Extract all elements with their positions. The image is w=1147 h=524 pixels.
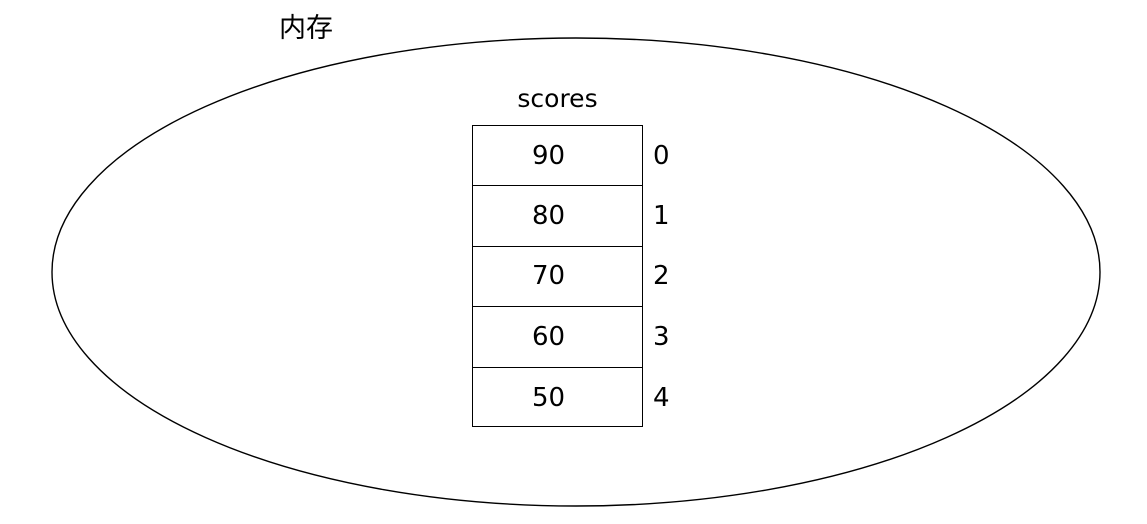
table-row: 50 4	[473, 368, 670, 428]
cell-value: 70	[531, 261, 566, 292]
cell-value: 50	[531, 382, 566, 413]
cell-value: 90	[531, 140, 566, 171]
cell-index-label: 1	[653, 201, 670, 232]
cell-index-label: 2	[653, 261, 670, 292]
array-table: 90 0 80 1 70 2 60 3 50 4	[472, 125, 670, 428]
cell-index-label: 3	[653, 321, 670, 352]
cell-index-label: 0	[653, 140, 670, 171]
memory-label: 内存	[279, 13, 333, 44]
table-row: 60 3	[473, 307, 670, 368]
table-row: 80 1	[473, 186, 670, 247]
array-name-label: scores	[517, 84, 598, 113]
cell-index-label: 4	[653, 382, 670, 413]
cell-value: 80	[531, 201, 566, 232]
cell-value: 60	[531, 321, 566, 352]
table-row: 70 2	[473, 247, 670, 308]
table-row: 90 0	[473, 126, 670, 187]
memory-ellipse	[51, 37, 1101, 507]
